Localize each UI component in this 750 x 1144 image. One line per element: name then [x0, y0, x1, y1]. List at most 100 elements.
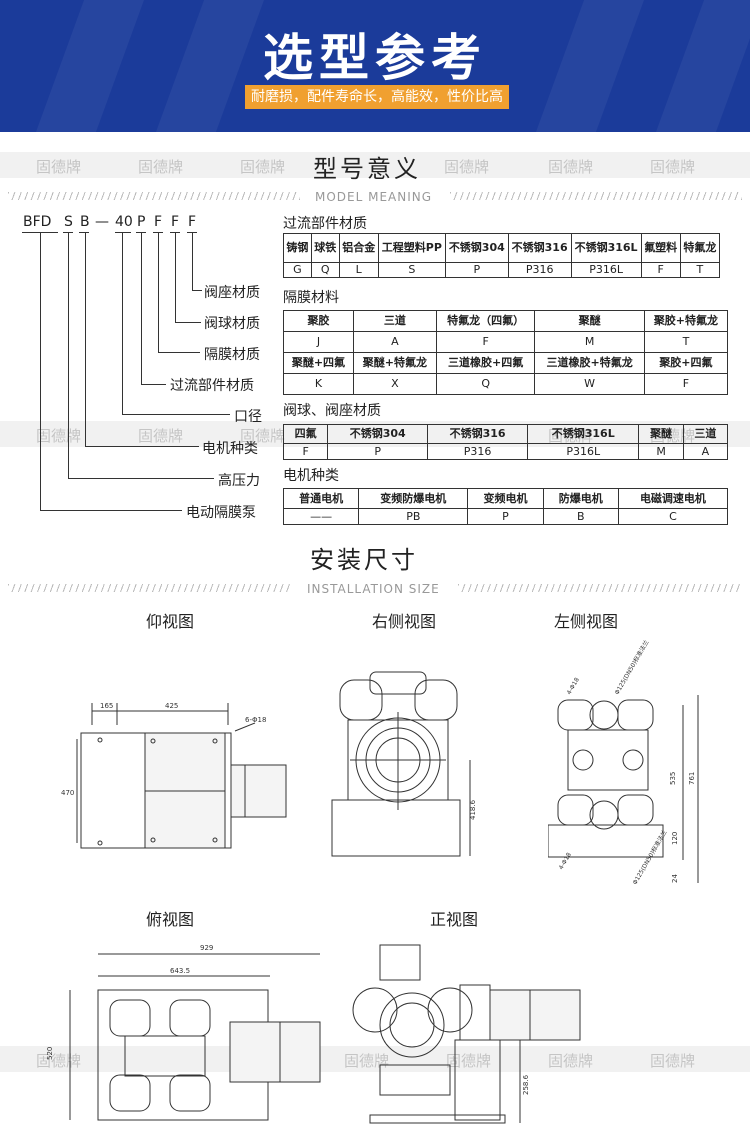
legend-pump: 电动隔膜泵	[186, 505, 256, 521]
table-cell: T	[679, 262, 721, 278]
caption-top-view: 俯视图	[146, 910, 195, 929]
dim-label: 165	[100, 702, 113, 710]
divider	[8, 192, 300, 200]
table-cell: G	[283, 262, 312, 278]
caption-left-view: 左侧视图	[554, 612, 619, 631]
table-cell: PB	[358, 508, 469, 525]
code-part: F	[188, 214, 197, 230]
table-cell: P	[467, 508, 544, 525]
dim-label: 4-Φ18	[558, 851, 573, 871]
table-cell: X	[352, 373, 437, 395]
dim-label: 470	[61, 789, 74, 797]
table-cell: P316	[427, 443, 529, 460]
header-banner: 选型参考 耐磨损，配件寿命长，高能效，性价比高	[0, 0, 750, 132]
table-cell: 工程塑料PP	[377, 233, 446, 263]
table-cell: Q	[310, 262, 340, 278]
table-cell: 特氟龙	[679, 233, 721, 263]
table-cell: M	[534, 331, 645, 353]
dim-label: 258.6	[522, 1074, 530, 1095]
bottom-view-drawing: 165 425 6-Φ18 470	[61, 702, 287, 849]
table-cell: 聚醚+四氟	[283, 352, 354, 374]
table-cell: A	[682, 443, 729, 460]
banner-subtitle: 耐磨损，配件寿命长，高能效，性价比高	[245, 85, 509, 109]
dim-label: 6-Φ18	[245, 716, 266, 724]
table-cell: 变频防爆电机	[358, 488, 469, 509]
code-part: S	[64, 214, 73, 230]
table-cell: 变频电机	[467, 488, 544, 509]
table-cell: L	[338, 262, 379, 278]
table-cell: 不锈钢316	[427, 424, 529, 444]
diaphragm-table-title: 隔膜材料	[283, 290, 339, 306]
code-part: B	[80, 214, 90, 230]
table-cell: 氟塑料	[640, 233, 681, 263]
dim-label: 418.6	[469, 799, 477, 820]
legend-diaphragm: 隔膜材质	[204, 347, 260, 363]
table-cell: W	[534, 373, 645, 395]
watermark: 固德牌	[36, 158, 82, 176]
dim-label: 761	[688, 772, 696, 785]
divider	[8, 584, 290, 592]
install-section-subtitle: INSTALLATION SIZE	[307, 582, 440, 596]
table-cell: P316	[507, 262, 572, 278]
code-part: 40	[115, 214, 133, 230]
motor-type-table: 普通电机 变频防爆电机 变频电机 防爆电机 电磁调速电机 —— PB P B C	[282, 488, 729, 525]
dim-label: 425	[165, 702, 178, 710]
table-cell: 不锈钢316L	[570, 233, 642, 263]
model-section-title: 型号意义	[313, 155, 421, 183]
code-part: F	[154, 214, 163, 230]
table-cell: 不锈钢316	[507, 233, 572, 263]
code-part: BFD	[23, 214, 52, 230]
table-cell: 球铁	[310, 233, 340, 263]
table-cell: 电磁调速电机	[617, 488, 729, 509]
table-cell: 特氟龙（四氟）	[435, 310, 536, 332]
table-cell: A	[352, 331, 437, 353]
table-cell: P316L	[570, 262, 642, 278]
table-cell: B	[542, 508, 619, 525]
motor-table-title: 电机种类	[283, 468, 339, 484]
watermark: 固德牌	[240, 158, 286, 176]
model-section-subtitle: MODEL MEANING	[315, 190, 433, 204]
table-cell: F	[640, 262, 681, 278]
table-cell: 铸钢	[283, 233, 312, 263]
watermark: 固德牌	[446, 1052, 492, 1070]
watermark: 固德牌	[548, 158, 594, 176]
table-cell: T	[643, 331, 729, 353]
dim-label: 24	[671, 874, 679, 883]
legend-high-pressure: 高压力	[218, 473, 260, 489]
legend-motor: 电机种类	[202, 441, 258, 457]
table-cell: 聚醚	[534, 310, 645, 332]
table-cell: 不锈钢304	[444, 233, 509, 263]
table-cell: P316L	[527, 443, 640, 460]
legend-seat: 阀座材质	[204, 285, 260, 301]
legend-flow-parts: 过流部件材质	[170, 378, 254, 394]
install-section-title: 安装尺寸	[310, 546, 418, 574]
watermark: 固德牌	[548, 1052, 594, 1070]
dim-label: 535	[669, 772, 677, 785]
table-cell: S	[377, 262, 446, 278]
table-cell: 三道橡胶+特氟龙	[534, 352, 645, 374]
divider	[458, 584, 742, 592]
ball-table-title: 阀球、阀座材质	[283, 403, 381, 419]
code-part: —	[95, 214, 109, 230]
table-cell: Q	[435, 373, 536, 395]
table-cell: 四氟	[282, 424, 329, 444]
flow-table-title: 过流部件材质	[283, 216, 367, 232]
dim-label: 929	[200, 944, 213, 952]
table-cell: 防爆电机	[542, 488, 619, 509]
table-cell: 聚胶+四氟	[643, 352, 729, 374]
divider	[450, 192, 742, 200]
caption-bottom-view: 仰视图	[146, 612, 195, 631]
watermark: 固德牌	[444, 158, 490, 176]
table-cell: 铝合金	[338, 233, 379, 263]
table-cell: 三道	[352, 310, 437, 332]
ball-seat-material-table: 四氟 不锈钢304 不锈钢316 不锈钢316L 聚醚 三道 F P P316 …	[282, 424, 729, 460]
diaphragm-material-table: 聚胶 三道 特氟龙（四氟） 聚醚 聚胶+特氟龙 J A F M T 聚醚+四氟 …	[283, 310, 729, 395]
dim-label: Φ125(DN50)标准法兰	[613, 639, 651, 696]
watermark: 固德牌	[138, 427, 184, 445]
dim-label: 4-Φ18	[566, 676, 581, 696]
watermark: 固德牌	[650, 158, 696, 176]
watermark-strip	[0, 152, 750, 178]
table-cell: F	[643, 373, 729, 395]
table-cell: 三道橡胶+四氟	[435, 352, 536, 374]
dim-label: 120	[671, 832, 679, 845]
